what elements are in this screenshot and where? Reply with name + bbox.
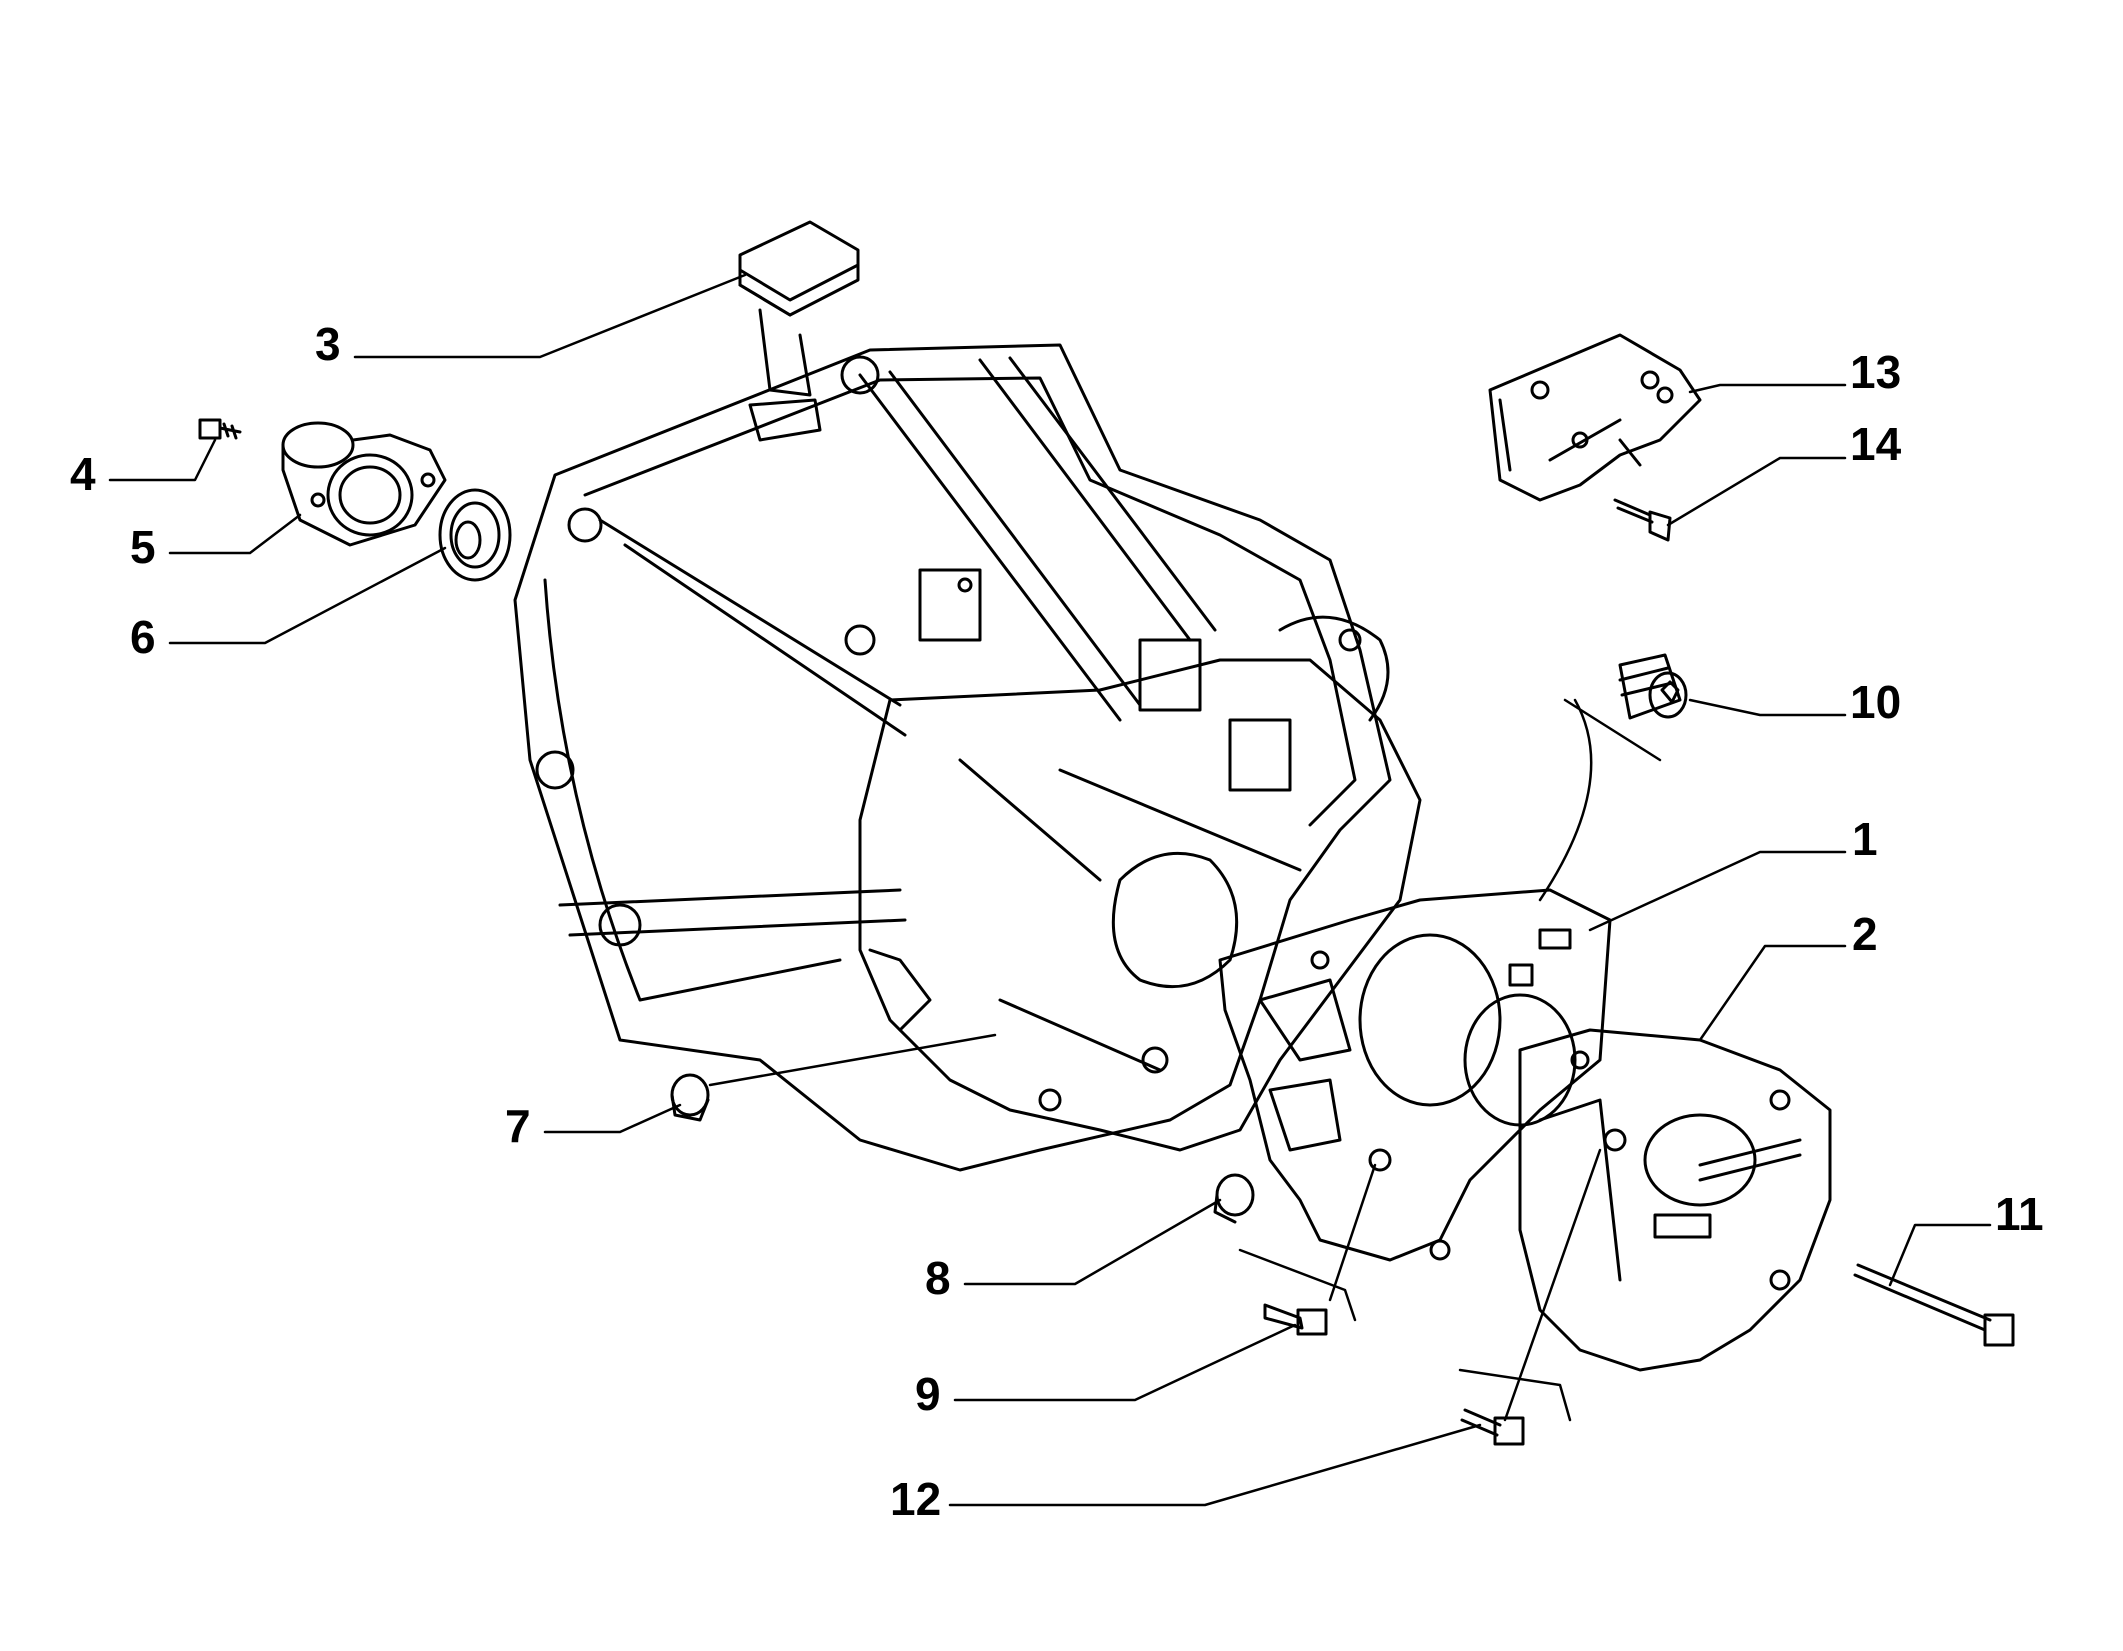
leader-13 xyxy=(1688,383,1847,394)
intermediate-plate xyxy=(1218,888,1612,1262)
plug-7 xyxy=(670,1073,710,1122)
leader-2 xyxy=(1698,944,1847,1042)
plug-8 xyxy=(1213,1173,1255,1224)
callout-13: 13 xyxy=(1850,346,1901,398)
bearing-cover xyxy=(281,421,447,547)
leader-6 xyxy=(168,546,447,645)
long-bolt xyxy=(1853,1263,2015,1347)
small-screw xyxy=(198,418,242,440)
leader-7 xyxy=(543,1103,682,1134)
gearbox-housing xyxy=(513,343,1392,1172)
leader-8 xyxy=(963,1198,1222,1286)
drain-plug xyxy=(1618,653,1688,720)
bolt-12 xyxy=(1460,1408,1525,1446)
leader-10 xyxy=(1688,698,1847,717)
leader-3 xyxy=(353,273,747,359)
leader-9 xyxy=(953,1323,1297,1402)
leader-1 xyxy=(1588,850,1847,932)
callout-12: 12 xyxy=(890,1473,941,1525)
leader-lines xyxy=(108,273,1992,1507)
leader-12 xyxy=(948,1423,1482,1507)
callout-6: 6 xyxy=(130,611,156,663)
leader-5 xyxy=(168,513,302,555)
callout-1: 1 xyxy=(1852,813,1878,865)
callout-14: 14 xyxy=(1850,418,1902,470)
callout-10: 10 xyxy=(1850,676,1901,728)
leader-4 xyxy=(108,438,217,482)
bolt-9 xyxy=(1263,1303,1328,1336)
callout-5: 5 xyxy=(130,521,156,573)
bracket-bolt xyxy=(1613,498,1672,542)
mounting-bracket xyxy=(1488,333,1702,502)
callout-8: 8 xyxy=(925,1252,951,1304)
callout-7: 7 xyxy=(505,1100,531,1152)
gear-casing xyxy=(858,568,1422,1152)
rear-cover xyxy=(1518,1028,1832,1372)
breather-cap xyxy=(738,220,860,442)
callout-labels: 3 4 5 6 13 14 10 1 2 7 8 9 11 12 xyxy=(70,318,2044,1525)
leader-11 xyxy=(1888,1223,1992,1287)
callout-4: 4 xyxy=(70,448,96,500)
leader-14 xyxy=(1666,456,1847,527)
callout-3: 3 xyxy=(315,318,341,370)
callout-9: 9 xyxy=(915,1368,941,1420)
oil-seal xyxy=(438,488,512,582)
callout-11: 11 xyxy=(1995,1188,2044,1240)
callout-2: 2 xyxy=(1852,908,1878,960)
